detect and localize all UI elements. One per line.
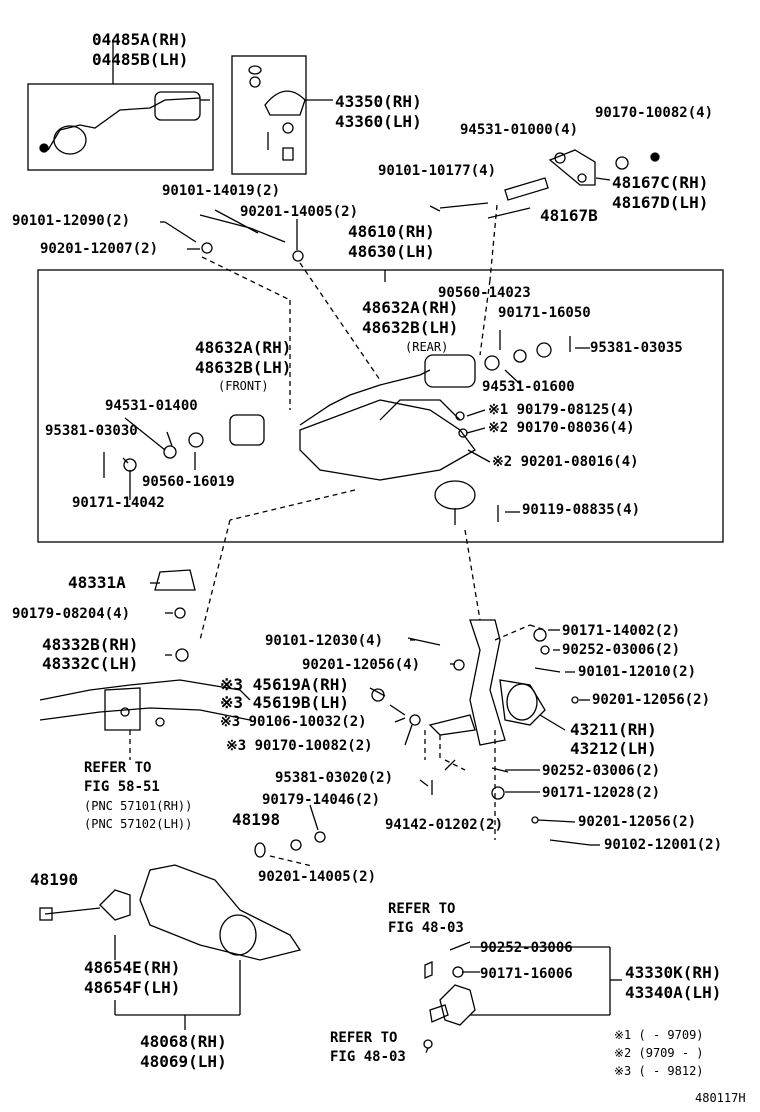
part-04485b: 04485B(LH) bbox=[92, 50, 189, 69]
refer-fig-1: FIG 58-51 bbox=[84, 779, 160, 795]
part-90179-08125: ※1 90179-08125(4) bbox=[488, 402, 635, 418]
part-90101-14019: 90101-14019(2) bbox=[162, 183, 281, 199]
part-43212: 43212(LH) bbox=[570, 739, 657, 758]
part-43211: 43211(RH) bbox=[570, 720, 657, 739]
ball-joint-icon bbox=[248, 65, 306, 161]
part-90106-10032: ※3 90106-10032(2) bbox=[220, 714, 367, 730]
part-94531-01600: 94531-01600 bbox=[482, 379, 575, 395]
part-90252-03006-a: 90252-03006(2) bbox=[562, 642, 681, 658]
part-48632a-front: 48632A(RH) bbox=[195, 338, 292, 357]
rear-note: (REAR) bbox=[405, 340, 449, 354]
lower-arm-icon bbox=[39, 864, 302, 961]
part-48331a: 48331A bbox=[68, 573, 126, 592]
part-48068: 48068(RH) bbox=[140, 1032, 227, 1051]
refer-fig-2: FIG 48-03 bbox=[388, 920, 464, 936]
figure-code: 480117H bbox=[695, 1091, 746, 1105]
part-90201-14005-top: 90201-14005(2) bbox=[240, 204, 359, 220]
frame-icon bbox=[39, 679, 251, 731]
upper-arm-icon bbox=[103, 336, 571, 525]
part-94142-01202: 94142-01202(2) bbox=[385, 817, 504, 833]
part-95381-03030: 95381-03030 bbox=[45, 423, 138, 439]
lower-ball-joint-icon bbox=[423, 941, 476, 1049]
part-43340a: 43340A(LH) bbox=[625, 983, 722, 1002]
pnc-57101: (PNC 57101(RH)) bbox=[84, 799, 193, 813]
part-90171-16006: 90171-16006 bbox=[480, 966, 573, 982]
part-90560-16019: 90560-16019 bbox=[142, 474, 235, 490]
note-2: ※2 (9709 - ) bbox=[614, 1046, 704, 1060]
part-90179-08204: 90179-08204(4) bbox=[12, 606, 131, 622]
small-hardware-icon bbox=[254, 637, 465, 858]
part-90119-08835: 90119-08835(4) bbox=[522, 502, 641, 518]
bump-stopper-icon bbox=[154, 569, 196, 662]
part-90171-14042: 90171-14042 bbox=[72, 495, 165, 511]
refer-fig-3: FIG 48-03 bbox=[330, 1049, 406, 1065]
part-45619a: ※3 45619A(RH) bbox=[220, 675, 349, 694]
part-90171-16050: 90171-16050 bbox=[498, 305, 591, 321]
part-90102-12001: 90102-12001(2) bbox=[604, 837, 723, 853]
part-45619b: ※3 45619B(LH) bbox=[220, 693, 349, 712]
part-48332c: 48332C(LH) bbox=[42, 654, 139, 673]
refer-to-2: REFER TO bbox=[388, 901, 456, 917]
front-note: (FRONT) bbox=[218, 379, 269, 393]
part-90201-08016: ※2 90201-08016(4) bbox=[492, 454, 639, 470]
part-04485a: 04485A(RH) bbox=[92, 30, 189, 49]
cam-bracket-icon bbox=[548, 149, 660, 186]
part-95381-03035: 95381-03035 bbox=[590, 340, 683, 356]
part-48167b: 48167B bbox=[540, 206, 598, 225]
part-48610: 48610(RH) bbox=[348, 222, 435, 241]
part-48198: 48198 bbox=[232, 810, 281, 829]
part-94531-01400: 94531-01400 bbox=[105, 398, 198, 414]
part-48632b-rear: 48632B(LH) bbox=[362, 318, 459, 337]
refer-to-3: REFER TO bbox=[330, 1030, 398, 1046]
part-90252-03006-c: 90252-03006 bbox=[480, 940, 573, 956]
part-43360: 43360(LH) bbox=[335, 112, 422, 131]
steering-knuckle-icon bbox=[428, 619, 591, 846]
part-90170-10082: 90170-10082(4) bbox=[595, 105, 714, 121]
part-48632a-rear: 48632A(RH) bbox=[362, 298, 459, 317]
part-90171-12028: 90171-12028(2) bbox=[542, 785, 661, 801]
part-43350: 43350(RH) bbox=[335, 92, 422, 111]
part-90201-14005-bot: 90201-14005(2) bbox=[258, 869, 377, 885]
part-48632b-front: 48632B(LH) bbox=[195, 358, 292, 377]
part-48654f: 48654F(LH) bbox=[84, 978, 181, 997]
part-48630: 48630(LH) bbox=[348, 242, 435, 261]
refer-to-1: REFER TO bbox=[84, 760, 152, 776]
part-90560-14023: 90560-14023 bbox=[438, 285, 531, 301]
idler-arm-icon bbox=[39, 91, 210, 155]
part-94531-01000: 94531-01000(4) bbox=[460, 122, 579, 138]
part-90201-12056-c: 90201-12056(2) bbox=[578, 814, 697, 830]
part-90101-10177: 90101-10177(4) bbox=[378, 163, 497, 179]
note-3: ※3 ( - 9812) bbox=[614, 1064, 704, 1078]
part-90101-12010: 90101-12010(2) bbox=[578, 664, 697, 680]
solid-leaders bbox=[112, 40, 622, 1030]
part-90170-10082-b: ※3 90170-10082(2) bbox=[226, 738, 373, 754]
bolts-left-icon bbox=[164, 221, 304, 262]
part-95381-03020: 95381-03020(2) bbox=[275, 770, 394, 786]
part-48069: 48069(LH) bbox=[140, 1052, 227, 1071]
part-48332b: 48332B(RH) bbox=[42, 635, 139, 654]
pnc-57102: (PNC 57102(LH)) bbox=[84, 817, 193, 831]
part-90201-12056-b: 90201-12056(2) bbox=[592, 692, 711, 708]
part-90201-12056-a: 90201-12056(4) bbox=[302, 657, 421, 673]
part-90101-12030: 90101-12030(4) bbox=[265, 633, 384, 649]
part-90201-12007: 90201-12007(2) bbox=[40, 241, 159, 257]
part-48190: 48190 bbox=[30, 870, 79, 889]
box-upper-arm-assembly bbox=[37, 269, 724, 543]
leader-lines bbox=[129, 204, 546, 1056]
part-90252-03006-b: 90252-03006(2) bbox=[542, 763, 661, 779]
box-idler-arm bbox=[27, 83, 214, 171]
part-48654e: 48654E(RH) bbox=[84, 958, 181, 977]
shaft-icon bbox=[429, 177, 549, 212]
part-90179-14046: 90179-14046(2) bbox=[262, 792, 381, 808]
part-90170-08036: ※2 90170-08036(4) bbox=[488, 420, 635, 436]
part-43330k: 43330K(RH) bbox=[625, 963, 722, 982]
part-48167c: 48167C(RH) bbox=[612, 173, 709, 192]
part-90171-14002: 90171-14002(2) bbox=[562, 623, 681, 639]
note-1: ※1 ( - 9709) bbox=[614, 1028, 704, 1042]
box-ball-joint-upper bbox=[231, 55, 307, 175]
part-48167d: 48167D(LH) bbox=[612, 193, 709, 212]
part-90101-12090: 90101-12090(2) bbox=[12, 213, 131, 229]
